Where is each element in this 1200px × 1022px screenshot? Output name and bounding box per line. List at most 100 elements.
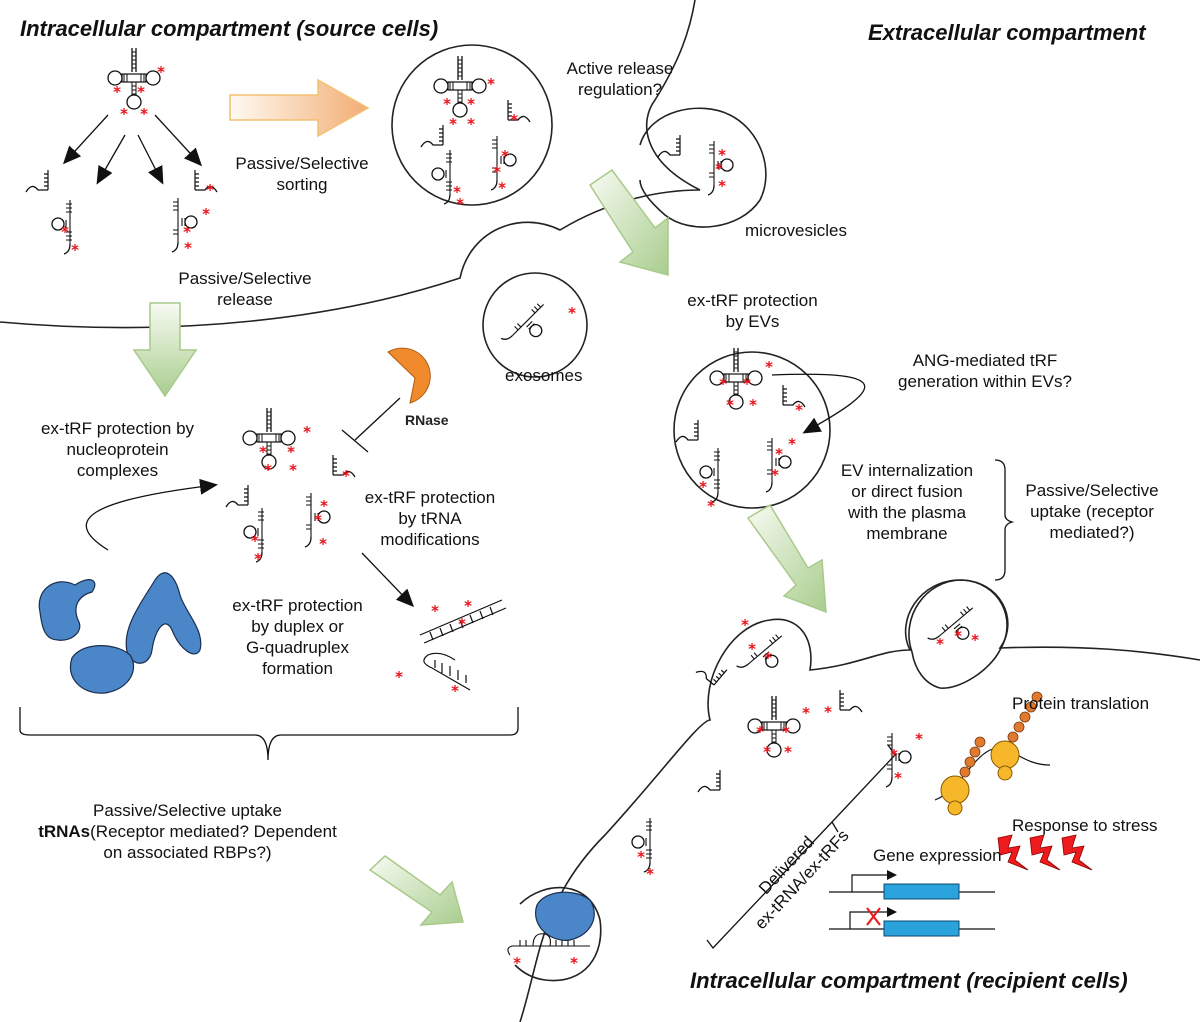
recipient-cells-title: Intracellular compartment (recipient cel… — [690, 968, 1128, 993]
modification-star-icon: * — [498, 179, 506, 197]
release-arrow — [132, 302, 198, 398]
modification-star-icon: * — [890, 746, 898, 764]
rbp-protein — [69, 645, 135, 694]
modification-star-icon: * — [431, 602, 439, 620]
gene-expression-icon — [829, 870, 995, 937]
trf-fragment-icon — [657, 134, 681, 158]
modification-star-icon: * — [320, 497, 328, 515]
modification-star-icon: * — [719, 375, 727, 393]
modification-star-icon: * — [303, 423, 311, 441]
modification-star-icon: * — [342, 467, 350, 485]
modification-star-icon: * — [894, 769, 902, 787]
ang-arrow — [771, 373, 866, 434]
modification-star-icon: * — [795, 401, 803, 419]
trnas-bold-label: tRNAs — [38, 822, 91, 841]
trf-fragment-icon — [225, 484, 249, 508]
modification-star-icon: * — [756, 723, 764, 741]
modification-star-icon: * — [456, 195, 464, 213]
modification-star-icon: * — [251, 532, 259, 550]
modification-star-icon: * — [764, 649, 772, 667]
modification-star-icon: * — [157, 63, 165, 81]
extracellular-title: Extracellular compartment — [868, 20, 1146, 45]
sorting-vesicle — [391, 44, 553, 206]
modification-star-icon: * — [140, 105, 148, 123]
modification-star-icon: * — [287, 443, 295, 461]
modification-star-icon: * — [443, 95, 451, 113]
modification-star-icon: * — [568, 304, 576, 322]
source-cell-membrane — [0, 0, 701, 329]
trna-uptake-arrow — [368, 855, 464, 926]
modification-star-icon: * — [637, 848, 645, 866]
stress-lightning-icon — [997, 834, 1093, 871]
modification-star-icon: * — [501, 147, 509, 165]
modification-star-icon: * — [319, 535, 327, 553]
rnase-icon — [387, 347, 431, 404]
response-stress-label: Response to stress — [1012, 816, 1158, 835]
modification-star-icon: * — [487, 75, 495, 93]
modification-star-icon: * — [202, 205, 210, 223]
modification-star-icon: * — [467, 115, 475, 133]
modification-star-icon: * — [765, 358, 773, 376]
modification-star-icon: * — [646, 865, 654, 883]
microvesicle — [639, 107, 767, 228]
modification-star-icon: * — [206, 181, 214, 199]
modification-star-icon: * — [715, 160, 723, 178]
recipient-cell-membrane — [519, 579, 1200, 1022]
protein-translation-label: Protein translation — [1012, 694, 1150, 713]
modification-star-icon: * — [71, 241, 79, 259]
ev-vesicle — [673, 351, 831, 509]
g-quadruplex-icon — [423, 652, 471, 691]
nucleoprotein-arrow — [85, 478, 218, 551]
modification-star-icon: * — [183, 223, 191, 241]
modification-star-icon: * — [771, 466, 779, 484]
modification-star-icon: * — [741, 616, 749, 634]
trf-fragment-icon — [25, 169, 49, 193]
modification-star-icon: * — [699, 478, 707, 496]
delivered-bracket — [706, 744, 896, 950]
trf-fragment-icon — [697, 769, 721, 793]
modification-star-icon: * — [707, 497, 715, 515]
rbp-protein — [38, 579, 96, 641]
modification-star-icon: * — [451, 682, 459, 700]
modification-star-icon: * — [395, 668, 403, 686]
trf-half-icon — [500, 299, 558, 357]
exosome — [482, 272, 588, 378]
trf-fragment-icon — [675, 419, 699, 443]
modification-star-icon: * — [748, 640, 756, 658]
modification-star-icon: * — [254, 550, 262, 568]
modification-star-icon: * — [467, 95, 475, 113]
modification-star-icon: * — [802, 704, 810, 722]
trf-fragment-icon — [839, 689, 863, 713]
modification-star-icon: * — [449, 115, 457, 133]
repression-x-icon — [866, 907, 881, 926]
modification-star-icon: * — [289, 461, 297, 479]
modification-star-icon: * — [784, 743, 792, 761]
source-cells-title: Intracellular compartment (source cells) — [20, 16, 439, 41]
modification-star-icon: * — [775, 445, 783, 463]
microvesicles-label: microvesicles — [745, 221, 848, 240]
modification-star-icon: * — [726, 396, 734, 414]
modification-star-icon: * — [782, 723, 790, 741]
rnase-inhibition — [341, 397, 401, 453]
modification-star-icon: * — [264, 461, 272, 479]
modification-star-icon: * — [61, 223, 69, 241]
trf-fragment-icon — [420, 124, 444, 148]
duplex-icon — [419, 599, 507, 644]
ribosome-icon — [934, 691, 1051, 816]
trna-uptake-label: Passive/Selective uptake tRNAs(Receptor … — [38, 801, 337, 862]
modification-star-icon: * — [493, 163, 501, 181]
source-brace — [19, 707, 519, 761]
modification-star-icon: * — [453, 183, 461, 201]
endocytic-vesicle — [514, 886, 602, 982]
ev-uptake-bracket — [994, 459, 1015, 581]
modification-star-icon: * — [113, 83, 121, 101]
rbp-protein — [535, 891, 595, 941]
cleavage-arrows — [62, 114, 203, 185]
modification-stars: * * * * * * * * * * * * * * * * * * * * * * * * * * * * * * * * * * * * * * * *… — [61, 63, 979, 972]
